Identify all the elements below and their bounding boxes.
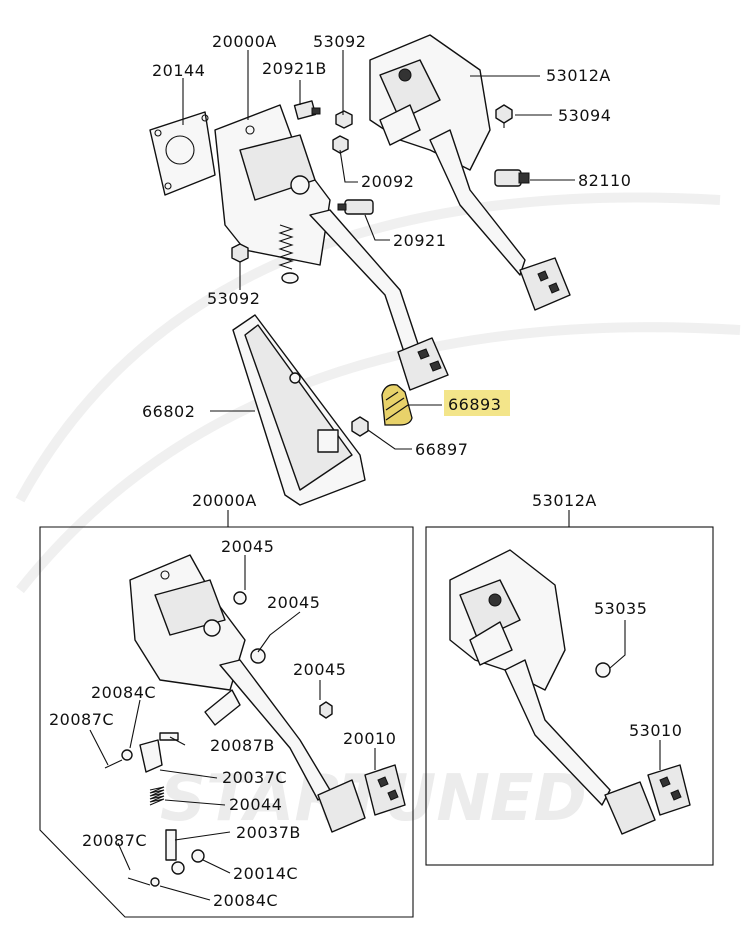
- label-53094: 53094: [558, 106, 611, 125]
- label-53010: 53010: [629, 721, 682, 740]
- label-20000a-top: 20000A: [212, 32, 277, 51]
- accelerator-pedal-66802: [232, 314, 366, 506]
- label-20087b: 20087B: [210, 736, 275, 755]
- detail-box-20000a: [39, 510, 414, 918]
- label-20921b: 20921B: [262, 59, 327, 78]
- label-53092-bottom: 53092: [207, 289, 260, 308]
- clutch-bracket-20000a: [214, 104, 331, 284]
- label-20045-a: 20045: [221, 537, 274, 556]
- label-20921: 20921: [393, 231, 446, 250]
- gasket-20144: [149, 111, 216, 196]
- detail-clutch-assembly: [104, 554, 406, 887]
- label-box-right-title: 53012A: [532, 491, 597, 510]
- label-20045-c: 20045: [293, 660, 346, 679]
- label-66897: 66897: [415, 440, 468, 459]
- label-66893: 66893: [448, 395, 501, 414]
- bolt-53094: [495, 104, 513, 128]
- left-box-leader-lines: [89, 555, 376, 901]
- nut-20092: [332, 135, 349, 154]
- label-20084c-b: 20084C: [213, 891, 278, 910]
- top-leader-lines: [182, 50, 575, 450]
- label-box-left-title: 20000A: [192, 491, 257, 510]
- clutch-pedal-arm: [309, 209, 449, 391]
- brake-bracket-53012a: [369, 34, 491, 171]
- pad-66893: [381, 384, 413, 426]
- right-box-leader-lines: [609, 620, 661, 770]
- nut-53092-bottom: [231, 243, 249, 263]
- switch-20921b: [293, 100, 321, 120]
- label-20045-b: 20045: [267, 593, 320, 612]
- label-66802: 66802: [142, 402, 195, 421]
- switch-20921: [337, 199, 374, 215]
- label-53092-top: 53092: [313, 32, 366, 51]
- nut-66897: [351, 416, 369, 437]
- detail-brake-assembly: [449, 549, 691, 835]
- label-20010: 20010: [343, 729, 396, 748]
- label-20037c: 20037C: [222, 768, 287, 787]
- label-20014c: 20014C: [233, 864, 298, 883]
- label-53012a-top: 53012A: [546, 66, 611, 85]
- label-20092: 20092: [361, 172, 414, 191]
- highlight-66893: [444, 390, 510, 416]
- label-20044: 20044: [229, 795, 282, 814]
- label-82110: 82110: [578, 171, 631, 190]
- brake-pedal-arm: [429, 129, 571, 311]
- stoplamp-switch-82110: [494, 169, 530, 187]
- label-20087c-b: 20087C: [82, 831, 147, 850]
- label-20144: 20144: [152, 61, 205, 80]
- label-20037b: 20037B: [236, 823, 301, 842]
- nut-53092-top: [335, 110, 353, 129]
- label-20087c-a: 20087C: [49, 710, 114, 729]
- label-20084c-a: 20084C: [91, 683, 156, 702]
- detail-box-53012a: [425, 510, 714, 866]
- label-53035: 53035: [594, 599, 647, 618]
